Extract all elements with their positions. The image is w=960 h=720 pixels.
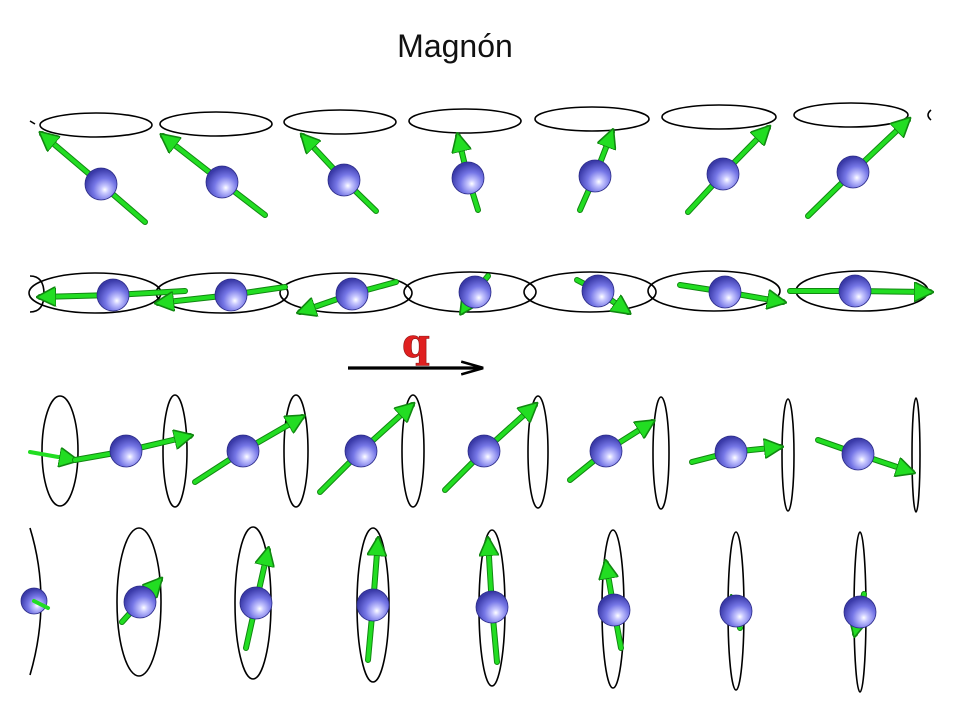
precession-ring xyxy=(661,104,777,130)
precession-ring xyxy=(279,272,413,314)
spin-arrow-fragment xyxy=(28,452,75,460)
precession-ring xyxy=(159,111,273,137)
spin-arrow-fragment xyxy=(32,599,50,610)
page-title: Magnón xyxy=(397,28,513,64)
atom-sphere xyxy=(327,163,361,197)
atom-sphere xyxy=(226,434,260,468)
atom-sphere xyxy=(335,277,369,311)
atom-sphere xyxy=(109,434,143,468)
atom-sphere xyxy=(841,437,875,471)
atom-sphere xyxy=(714,435,748,469)
precession-ring xyxy=(793,102,909,128)
precession-ring xyxy=(408,108,522,134)
atom-sphere xyxy=(578,159,612,193)
precession-ring xyxy=(527,395,549,509)
wave-vector-indicator: q xyxy=(348,320,482,368)
atom-sphere xyxy=(708,275,742,309)
atom-sphere xyxy=(467,434,501,468)
atom-sphere xyxy=(589,434,623,468)
precession-ring xyxy=(162,394,188,508)
atom-sphere xyxy=(356,588,390,622)
spin-chain xyxy=(20,120,930,665)
precession-ring-fragment xyxy=(29,120,36,125)
precession-ring xyxy=(523,271,657,313)
atom-sphere xyxy=(719,594,753,628)
precession-ring xyxy=(283,394,309,508)
atom-sphere xyxy=(475,590,509,624)
precession-ring xyxy=(41,395,79,507)
precession-ring xyxy=(534,106,650,132)
wave-vector-label: q xyxy=(402,320,430,367)
atom-sphere xyxy=(205,165,239,199)
atom-sphere xyxy=(84,167,118,201)
precession-ring xyxy=(781,398,795,512)
atom-sphere xyxy=(838,274,872,308)
precession-ring xyxy=(116,527,162,677)
precession-ring xyxy=(911,397,921,513)
atom-sphere xyxy=(214,278,248,312)
atom-sphere xyxy=(239,586,273,620)
atom-sphere xyxy=(706,157,740,191)
precession-ring-fragment xyxy=(927,109,932,121)
atom-sphere xyxy=(458,275,492,309)
atom-sphere xyxy=(843,595,877,629)
precession-ring xyxy=(652,396,670,510)
atom-sphere xyxy=(836,155,870,189)
atom-sphere xyxy=(96,278,130,312)
atom-sphere xyxy=(123,585,157,619)
atom-sphere xyxy=(581,274,615,308)
atom-sphere xyxy=(451,161,485,195)
atom-sphere xyxy=(597,593,631,627)
precession-ring xyxy=(283,109,397,135)
precession-ring xyxy=(401,394,425,508)
atom-sphere xyxy=(344,434,378,468)
precession-ring xyxy=(39,112,153,138)
